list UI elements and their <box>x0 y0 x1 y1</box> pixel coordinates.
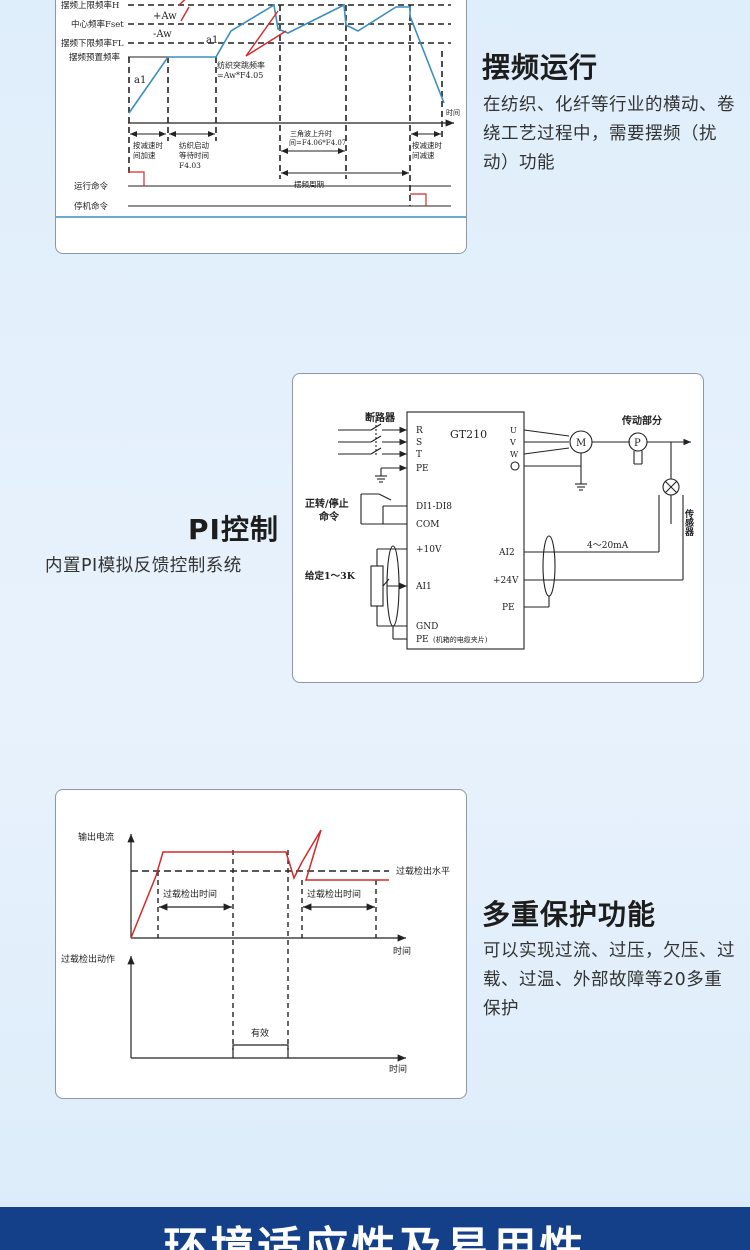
output-current-label: 输出电流 <box>78 831 114 843</box>
lower-freq-label: 摆频下限频率FL <box>61 38 124 49</box>
motor-symbol: M <box>576 438 586 449</box>
triangle-label-2: 间=F4.06*F4.07 <box>289 139 346 147</box>
upper-freq-label: 摆频上限频率H <box>61 0 119 11</box>
fwd-stop-label: 正转/停止 <box>305 497 349 510</box>
stop-command-label: 停机命令 <box>74 201 109 212</box>
terminal-u: U <box>510 426 517 435</box>
wait-label-1: 纺织启动 <box>179 140 209 150</box>
terminal-t: T <box>416 450 422 460</box>
sensor-label: 传感器 <box>683 508 695 537</box>
terminal-gnd: GND <box>416 622 438 632</box>
jump-freq-label-2: =Aw*F4.05 <box>217 71 263 80</box>
wait-label-2: 等待时间 <box>179 150 209 160</box>
wait-label-3: F4.03 <box>179 161 201 170</box>
terminal-r: R <box>416 426 423 436</box>
jump-freq-label-1: 纺织突跳频率 <box>217 60 265 70</box>
section-banner: 环境适应性及易用性 <box>0 1207 750 1250</box>
decel-label-2: 间减速 <box>412 150 435 160</box>
terminal-pe-3: PE <box>502 603 515 613</box>
minus-aw-label: -Aw <box>153 29 172 40</box>
detect-time-label-2: 过载检出时间 <box>307 888 361 900</box>
pe-clip-note: (机箱的电缆夹片) <box>433 635 488 644</box>
plus-aw-label: +Aw <box>153 11 177 22</box>
run-command-label: 运行命令 <box>74 181 109 192</box>
a1-left-label: a1 <box>134 75 146 86</box>
swing-frequency-diagram-panel: 摆频上限频率H 中心频率Fset 摆频下限频率FL 摆频预置频率 +Aw -Aw… <box>55 0 467 254</box>
terminal-24v: +24V <box>493 576 519 586</box>
protection-diagram-panel: 输出电流 过载检出水平 过载检出时间 过载检出时间 时间 过载检出动作 有效 时… <box>55 789 467 1099</box>
time-axis-label: 时间 <box>446 108 460 117</box>
terminal-com: COM <box>416 520 439 530</box>
time-axis-label-2: 时间 <box>389 1063 407 1075</box>
banner-title: 环境适应性及易用性 <box>163 1223 587 1250</box>
terminal-pe-2: PE <box>416 635 429 645</box>
terminal-di: DI1-DI8 <box>416 502 452 512</box>
overload-level-label: 过载检出水平 <box>396 865 450 877</box>
terminal-w: W <box>510 450 519 459</box>
overload-action-label: 过载检出动作 <box>61 953 115 965</box>
accel-label-1: 按减速时 <box>133 140 163 150</box>
period-label: 摆频周期 <box>294 179 324 189</box>
swing-frequency-title: 摆频运行 <box>482 51 599 84</box>
time-axis-label-1: 时间 <box>393 945 411 957</box>
decel-label-1: 按减速时 <box>412 140 442 150</box>
p-symbol: P <box>634 438 641 449</box>
terminal-pe-1: PE <box>416 464 429 474</box>
breaker-label: 断路器 <box>365 411 396 424</box>
current-signal-label: 4～20mA <box>587 541 629 551</box>
detect-time-label-1: 过载检出时间 <box>163 888 217 900</box>
protection-title: 多重保护功能 <box>482 898 657 931</box>
terminal-s: S <box>416 438 422 448</box>
valid-label: 有效 <box>251 1027 269 1039</box>
protection-description: 可以实现过流、过压，欠压、过载、过温、外部故障等20多重保护 <box>483 941 735 1019</box>
a1-right-label: a1 <box>206 35 218 46</box>
pi-control-description: 内置PI模拟反馈控制系统 <box>45 556 242 576</box>
center-freq-label: 中心频率Fset <box>71 19 124 30</box>
command-label: 命令 <box>318 510 340 523</box>
terminal-v: V <box>509 438 516 447</box>
inverter-model-label: GT210 <box>450 428 487 441</box>
terminal-10v: +10V <box>416 545 442 555</box>
triangle-label-1: 三角波上升时 <box>290 129 332 138</box>
pi-control-title: PI控制 <box>188 513 279 546</box>
pi-control-wiring-diagram: 断路器 GT210 R S T PE U V W M 传动部分 P 传感器 正转… <box>305 411 695 650</box>
terminal-ai1: AI1 <box>415 582 432 592</box>
given-resistor-label: 给定1～3K <box>305 570 356 582</box>
overload-protection-diagram: 输出电流 过载检出水平 过载检出时间 过载检出时间 时间 过载检出动作 有效 时… <box>61 829 450 1075</box>
terminal-ai2: AI2 <box>498 548 515 558</box>
swing-frequency-description: 在纺织、化纤等行业的横动、卷绕工艺过程中，需要摆频（扰动）功能 <box>483 95 735 173</box>
drive-part-label: 传动部分 <box>621 414 662 427</box>
pi-control-diagram-panel: 断路器 GT210 R S T PE U V W M 传动部分 P 传感器 正转… <box>292 373 704 683</box>
preset-freq-label: 摆频预置频率 <box>69 52 121 63</box>
accel-label-2: 间加速 <box>133 150 156 160</box>
swing-frequency-diagram: 摆频上限频率H 中心频率Fset 摆频下限频率FL 摆频预置频率 +Aw -Aw… <box>56 0 466 218</box>
